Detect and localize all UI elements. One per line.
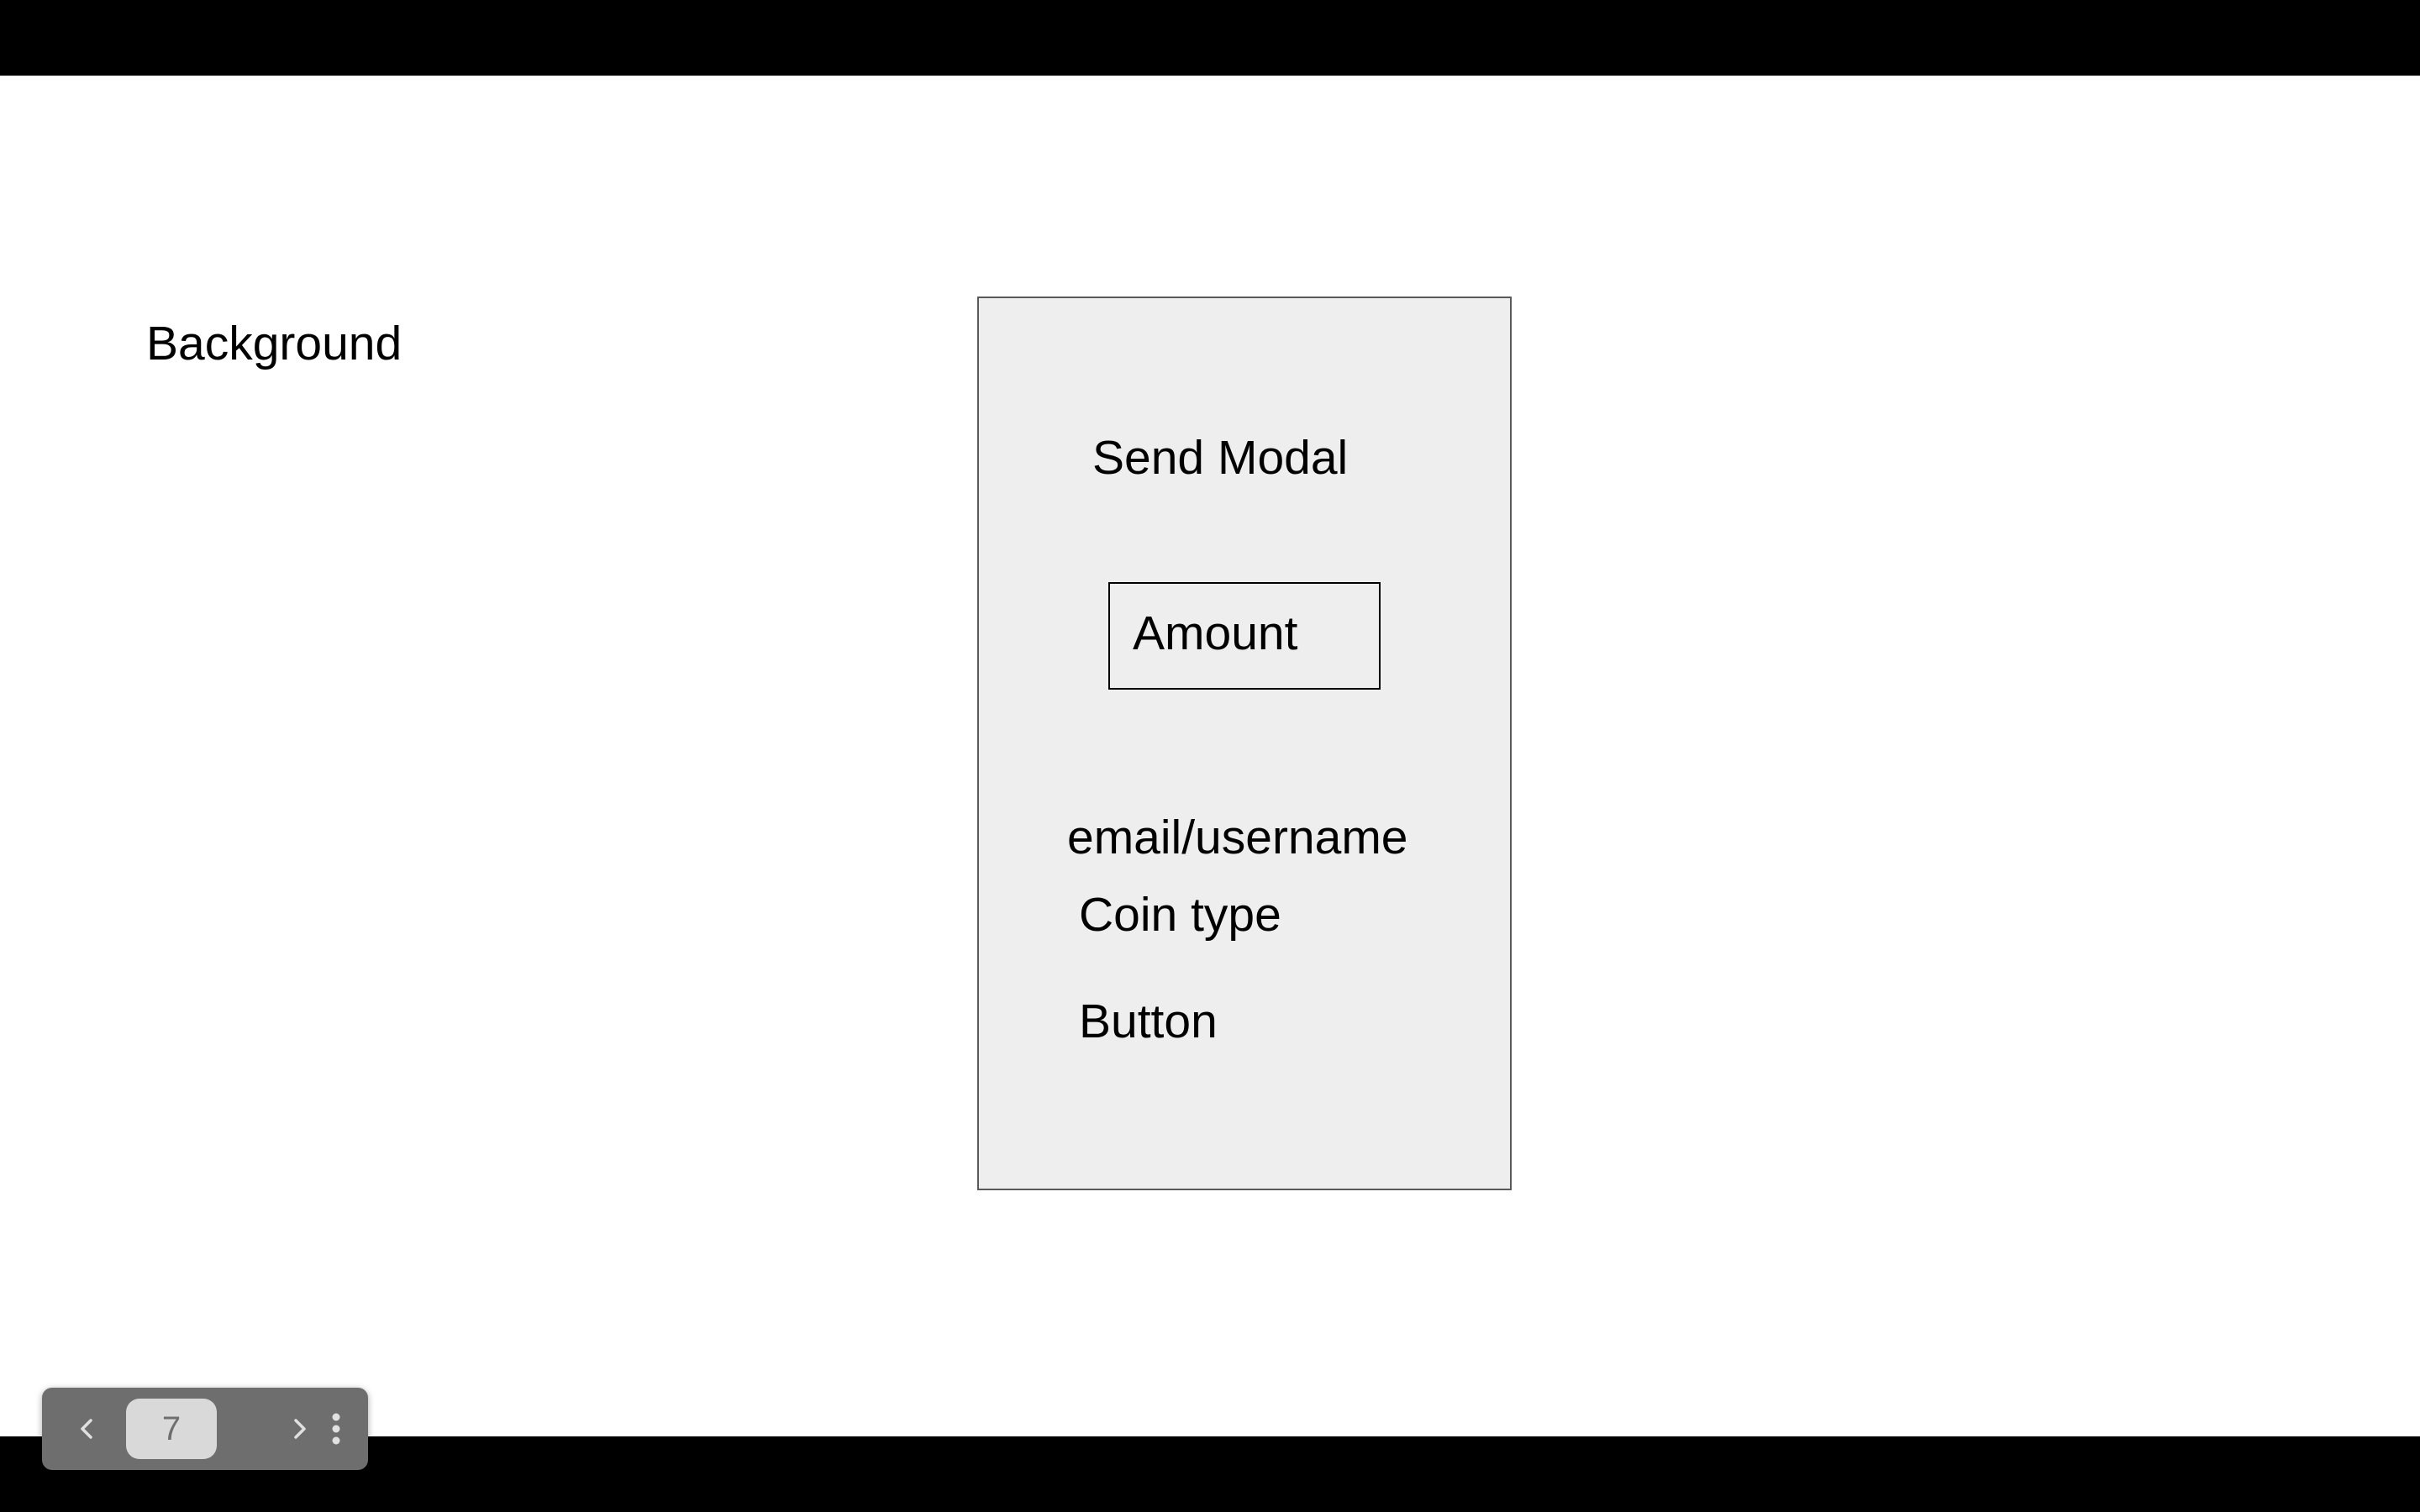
previous-slide-button[interactable] [49,1388,124,1470]
page-number: 7 [161,1410,182,1447]
letterbox-top [0,0,2420,76]
amount-box [1108,582,1381,690]
send-modal-frame [977,297,1512,1190]
letterbox-bottom [0,1436,2420,1512]
chevron-right-icon [294,1419,306,1439]
background-label: Background [146,317,402,370]
more-options-button[interactable] [311,1388,361,1470]
button-label: Button [1079,995,1218,1048]
next-slide-button[interactable] [262,1388,338,1470]
modal-title: Send Modal [1092,431,1349,485]
coin-type-label: Coin type [1079,888,1281,942]
slide-pager: 7 [42,1388,368,1470]
email-username-label: email/username [1067,811,1408,864]
chevron-left-icon [81,1419,92,1439]
page-number-chip[interactable]: 7 [126,1399,217,1459]
more-vertical-icon [332,1413,340,1445]
amount-label: Amount [1133,606,1298,660]
